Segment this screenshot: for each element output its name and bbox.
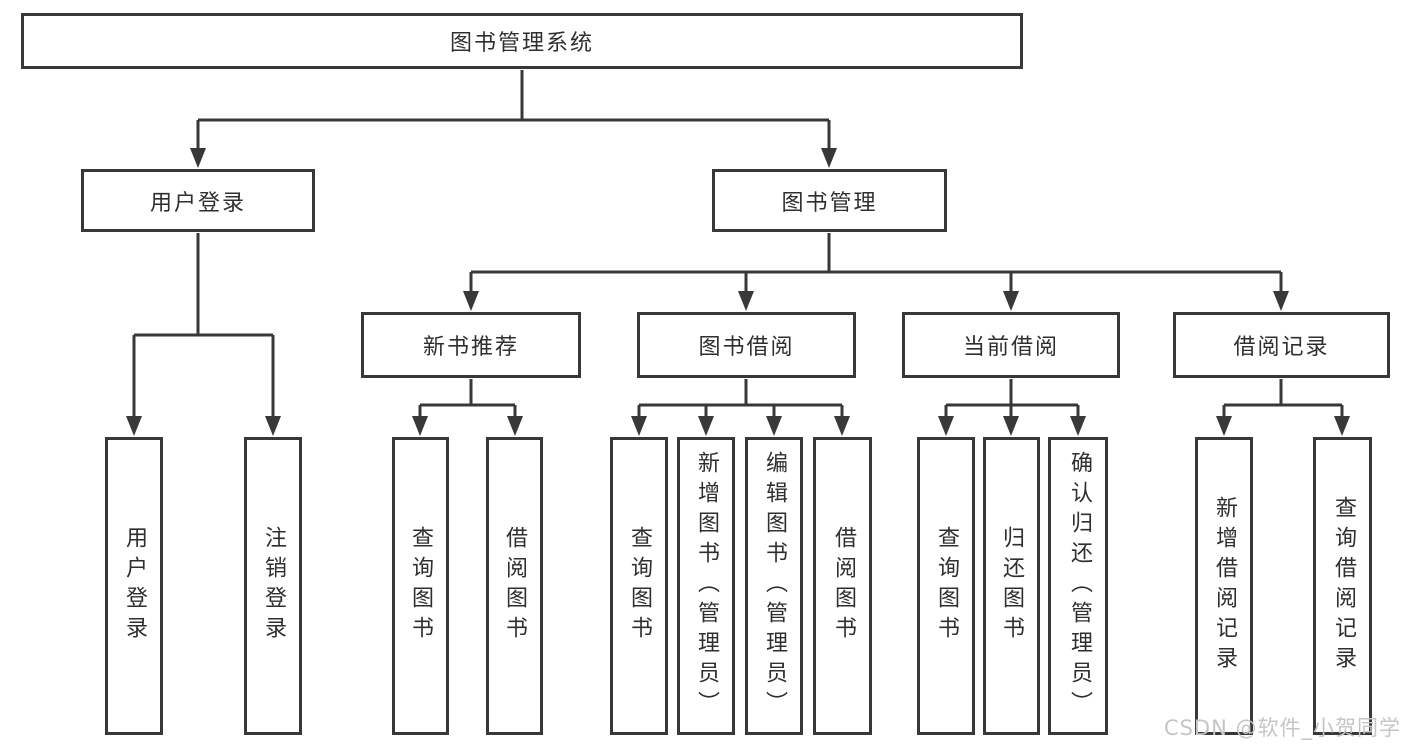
node-new-book-recommend: 新书推荐 [361, 312, 581, 378]
node-book-borrowing: 图书借阅 [637, 312, 856, 378]
leaf-add-books-admin: 新增图书（管理员） [677, 437, 735, 735]
leaf-query-borrow-record: 查询借阅记录 [1313, 437, 1372, 735]
node-library-system-label: 图书管理系统 [449, 31, 594, 56]
node-current-borrowing-label: 当前借阅 [962, 335, 1059, 360]
leaf-user-login: 用户登录 [105, 437, 163, 735]
node-borrowing-records: 借阅记录 [1173, 312, 1390, 378]
node-user-login-label: 用户登录 [149, 190, 246, 216]
connector-bookmgmt-to-level3 [469, 233, 1283, 294]
node-current-borrowing: 当前借阅 [902, 312, 1120, 378]
connector-newrec-to-leaves [418, 379, 517, 419]
node-user-login: 用户登录 [81, 169, 315, 232]
leaf-return-books: 归还图书 [983, 437, 1040, 735]
leaf-confirm-return-admin: 确认归还（管理员） [1048, 437, 1108, 735]
leaf-query-books-current: 查询图书 [917, 437, 975, 735]
connector-root-to-level2 [196, 70, 831, 152]
leaf-query-books-recommend: 查询图书 [392, 437, 449, 735]
connector-borrowing-to-leaves [637, 379, 844, 419]
connector-current-to-leaves [944, 379, 1080, 419]
connector-userlogin-to-leaves [132, 233, 275, 419]
leaf-edit-books-admin: 编辑图书（管理员） [745, 437, 803, 735]
arrowheads [126, 148, 1350, 436]
leaf-borrow-books-borrowing: 借阅图书 [813, 437, 872, 735]
node-book-management: 图书管理 [712, 169, 947, 232]
csdn-watermark: CSDN @软件_小贺同学 [1163, 716, 1401, 740]
leaf-logout: 注销登录 [244, 437, 302, 735]
leaf-query-books-borrowing: 查询图书 [610, 437, 668, 735]
connector-records-to-leaves [1222, 379, 1344, 419]
node-book-borrowing-label: 图书借阅 [698, 335, 795, 360]
leaf-borrow-books-recommend: 借阅图书 [486, 437, 543, 735]
node-book-management-label: 图书管理 [781, 190, 878, 216]
leaf-add-borrow-record: 新增借阅记录 [1195, 437, 1253, 735]
node-borrowing-records-label: 借阅记录 [1233, 335, 1330, 360]
node-new-book-recommend-label: 新书推荐 [422, 335, 519, 360]
node-library-system: 图书管理系统 [21, 13, 1023, 69]
